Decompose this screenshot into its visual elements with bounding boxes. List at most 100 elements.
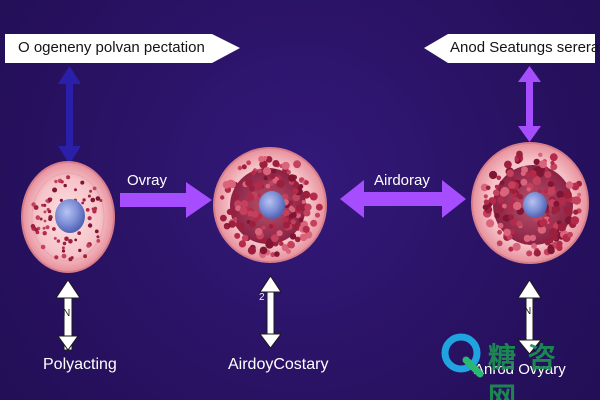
granule — [66, 175, 71, 180]
granule — [565, 208, 573, 216]
granule — [262, 167, 272, 176]
purple-vertical-arrow — [518, 66, 541, 142]
granule — [220, 214, 227, 222]
granule — [304, 180, 309, 185]
granule — [247, 246, 256, 255]
granule — [493, 189, 500, 196]
granule — [78, 248, 82, 253]
granule — [563, 190, 572, 199]
granule — [61, 253, 67, 259]
granule — [70, 256, 74, 260]
granule — [510, 177, 516, 183]
granule — [246, 193, 255, 202]
granule — [565, 181, 574, 189]
granule — [510, 219, 517, 226]
granule — [254, 182, 263, 191]
granule — [550, 160, 555, 166]
granule — [288, 200, 294, 205]
granule — [276, 230, 283, 237]
granule — [224, 224, 230, 230]
granule — [289, 233, 297, 240]
granule — [82, 198, 86, 202]
cell-right — [471, 142, 589, 264]
granule — [496, 175, 502, 181]
granule — [571, 182, 580, 191]
granule — [271, 168, 277, 174]
granule — [42, 231, 47, 236]
watermark-text: 糖 咨 网 — [488, 341, 557, 400]
granule — [293, 160, 301, 169]
granule — [499, 180, 505, 186]
granule — [241, 164, 247, 170]
granule — [90, 197, 96, 203]
granule — [61, 249, 66, 253]
granule — [261, 237, 268, 244]
granule — [247, 210, 254, 217]
granule — [270, 252, 276, 258]
left-banner-text: O ogeneny polvan pectation — [18, 39, 205, 56]
granule — [87, 223, 93, 228]
granule — [302, 225, 310, 233]
granule — [254, 227, 263, 236]
granule — [92, 186, 97, 191]
granule — [253, 216, 259, 223]
granule — [551, 204, 561, 213]
granule — [228, 220, 236, 228]
granule — [74, 188, 77, 192]
label-airdoycostary: AirdoyCostary — [228, 356, 329, 373]
granule — [245, 178, 253, 187]
granule — [286, 170, 291, 175]
granule — [276, 179, 285, 188]
granule — [537, 225, 547, 234]
granule — [74, 238, 78, 242]
granule — [87, 216, 92, 221]
granule — [494, 184, 499, 189]
granule — [544, 171, 552, 179]
purple-double-arrow — [340, 180, 466, 218]
granule — [526, 250, 533, 257]
granule — [498, 206, 505, 213]
granule — [257, 168, 262, 174]
granule — [497, 196, 504, 204]
dark-double-arrow — [58, 66, 81, 164]
granule — [249, 220, 256, 228]
label-polyacting: Polyacting — [43, 356, 117, 373]
white-arrow-left — [55, 279, 81, 351]
granule — [49, 197, 53, 201]
granule — [567, 231, 573, 238]
white-arrow-middle — [259, 275, 282, 349]
granule — [251, 170, 257, 176]
granule — [292, 193, 301, 202]
granule — [286, 248, 291, 254]
granule — [549, 153, 558, 162]
granule — [246, 160, 252, 166]
granule — [557, 197, 567, 206]
granule — [99, 199, 103, 202]
granule — [508, 246, 514, 252]
granule — [41, 203, 45, 207]
granule — [233, 193, 239, 199]
granule — [234, 232, 241, 239]
granule — [45, 199, 49, 203]
granule — [514, 157, 520, 162]
granule — [56, 239, 61, 243]
granule — [516, 150, 523, 158]
granule — [274, 251, 280, 257]
granule — [548, 244, 553, 249]
granule — [546, 236, 554, 244]
nucleus-middle — [259, 191, 285, 219]
granule — [556, 244, 563, 251]
granule — [293, 181, 300, 187]
granule — [80, 180, 85, 185]
granule — [87, 194, 91, 198]
granule — [48, 217, 52, 222]
granule — [316, 203, 323, 211]
granule — [259, 160, 268, 169]
granule — [54, 255, 59, 260]
granule — [288, 213, 294, 219]
granule — [572, 196, 581, 205]
granule — [295, 204, 303, 212]
granule — [83, 254, 87, 259]
cell-left — [21, 161, 115, 273]
